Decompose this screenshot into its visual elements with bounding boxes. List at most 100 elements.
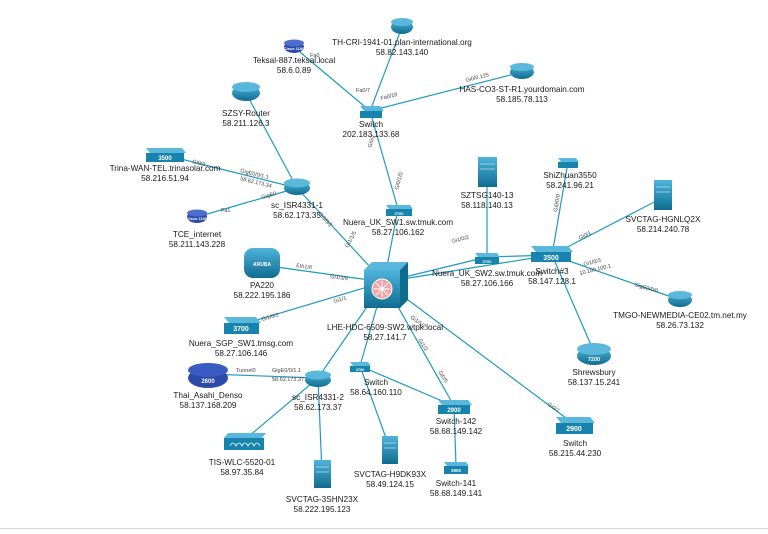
node-name: SVCTAG-3SHN23X [286,495,359,504]
switch-icon[interactable]: 2900 [444,462,469,474]
edge-label: Gi0/3 [192,159,206,168]
edge-label: Gi1/1 [333,296,347,305]
node-ip: 58.49.124.15 [366,480,414,489]
node-name: ShiZhuan3550 [543,171,597,180]
edge-label: Gi1/0/2 [451,235,470,245]
wlc-icon[interactable] [224,433,266,450]
link-core-switchbr [383,281,575,425]
node-ip: 58.27.106.146 [215,349,268,358]
node-name: Nuera_UK_SW2.sw.tmuk.com [432,269,542,278]
edge-label: 58.62.173.37 [272,377,304,383]
router-icon[interactable]: Cisco 1100 [284,39,305,54]
node-name: Trina-WAN-TEL.trinasolar.com [110,164,221,173]
node-name: HAS-CO3-ST-R1.yourdomain.com [459,85,584,94]
node-name: Switch#3 [535,267,569,276]
node-ip: 58.185.78.113 [496,95,548,104]
node-ip: 58.216.51.94 [141,174,189,183]
switch-icon[interactable]: 3700 [350,362,371,372]
node-ip: 58.211.126.3 [222,119,270,128]
node-ip: 58.241.96.21 [546,181,594,190]
node-name: TMGO-NEWMEDIA-CE02.tm.net.my [613,311,748,320]
node-ip: 58.147.128.1 [528,277,576,286]
edge-label: Gi0/0/0 [553,194,562,213]
link-switchmid-h9d [359,365,391,450]
edge-label: Tunnel0 [236,368,256,374]
router-icon[interactable] [305,370,331,388]
node-name: LHE-HDC-6509-SW2.wtpk.local [327,323,443,332]
node-ip: 58.222.195.186 [234,291,291,300]
firewall-icon[interactable]: ARUBA [244,248,280,278]
link-hgn-switch3 [551,197,663,256]
svg-text:3500: 3500 [543,255,559,262]
switch-icon[interactable]: 3700 [475,253,500,264]
switch-icon[interactable]: 3700 [224,317,261,334]
core-switch-icon[interactable] [364,262,408,308]
link-trina-isr1 [164,154,298,189]
router-icon[interactable] [510,63,534,79]
node-name: Shrewsbury [572,368,616,377]
edge-label: Gi0/0.125 [465,72,490,84]
server-icon[interactable] [314,460,331,488]
switch-icon[interactable]: 3700 [386,205,413,216]
node-name: SVCTAG-H9DK93X [354,470,427,479]
svg-text:2900: 2900 [566,426,582,433]
link-switch3-tmgo [551,254,681,301]
link-switch3-shrewsbury [551,254,595,353]
svg-text:3700: 3700 [483,259,493,264]
node-name: TCE_internet [173,230,222,239]
link-teksal-switchtop [293,46,371,112]
node-name: TH-CRI-1941-01.plan-international.org [332,38,472,47]
switch-icon[interactable]: 2900 [438,400,472,414]
node-name: Switch-142 [436,417,477,426]
edge-label: Eth1/6 [296,263,313,271]
link-sgp-core [239,281,385,326]
node-ip: 58.64.160.110 [350,388,402,397]
server-icon[interactable] [382,436,398,464]
svg-text:2600: 2600 [201,379,215,385]
node-ip: 58.68.149.141 [430,489,483,498]
router-icon[interactable]: Cisco 1100 [187,209,208,224]
switch-icon[interactable] [360,106,384,118]
router-icon[interactable]: 7200 [577,343,611,365]
node-name: Switch-141 [436,479,477,488]
node-name: SZTSG140-13 [461,191,514,200]
switch-icon[interactable]: 3500 [531,246,573,262]
link-isr2-svctag3sh [317,377,323,474]
switch-icon[interactable]: 3500 [146,148,186,162]
router-icon[interactable] [232,82,260,101]
node-ip: 58.214.240.78 [637,225,690,234]
node-name: sc_ISR4331-1 [271,201,323,210]
link-thcri-switchtop [369,26,403,112]
node-ip: 58.68.149.142 [430,427,483,436]
node-ip: 58.26.73.132 [656,321,704,330]
edge-label: Gi0/1/0 [394,172,405,191]
router-icon[interactable] [284,178,310,196]
node-ip: 58.215.44.230 [549,449,602,458]
server-icon[interactable] [478,157,497,187]
divider [0,528,768,529]
edge-label: Fa0/7 [356,88,370,94]
link-switchtop-nuera1 [369,110,399,210]
svg-text:2900: 2900 [447,408,461,414]
svg-text:7200: 7200 [588,357,600,363]
link-isr2-wlc [241,377,319,443]
server-icon[interactable] [654,180,672,210]
node-name: Nuera_SGP_SW1.tmsg.com [189,339,293,348]
node-ip: 58.118.140.13 [461,201,513,210]
switch-icon[interactable]: 2900 [556,417,595,434]
node-name: Switch [364,378,389,387]
edge-label: Gi1/3 [416,338,428,352]
svg-text:3700: 3700 [356,368,364,372]
router-icon[interactable] [391,18,413,34]
edge-label: GigE0/0/1.1 [272,368,301,374]
node-ip: 58.211.143.228 [169,240,226,249]
edge-label: Fa0/18 [380,92,398,102]
router-icon[interactable]: 2600 [188,363,228,388]
node-name: Switch [563,439,588,448]
node-name: sc_ISR4331-2 [292,393,344,402]
node-ip: 58.62.173.37 [294,403,342,412]
svg-text:3700: 3700 [233,326,249,333]
router-icon[interactable] [668,291,692,307]
switch-icon[interactable] [558,158,579,168]
